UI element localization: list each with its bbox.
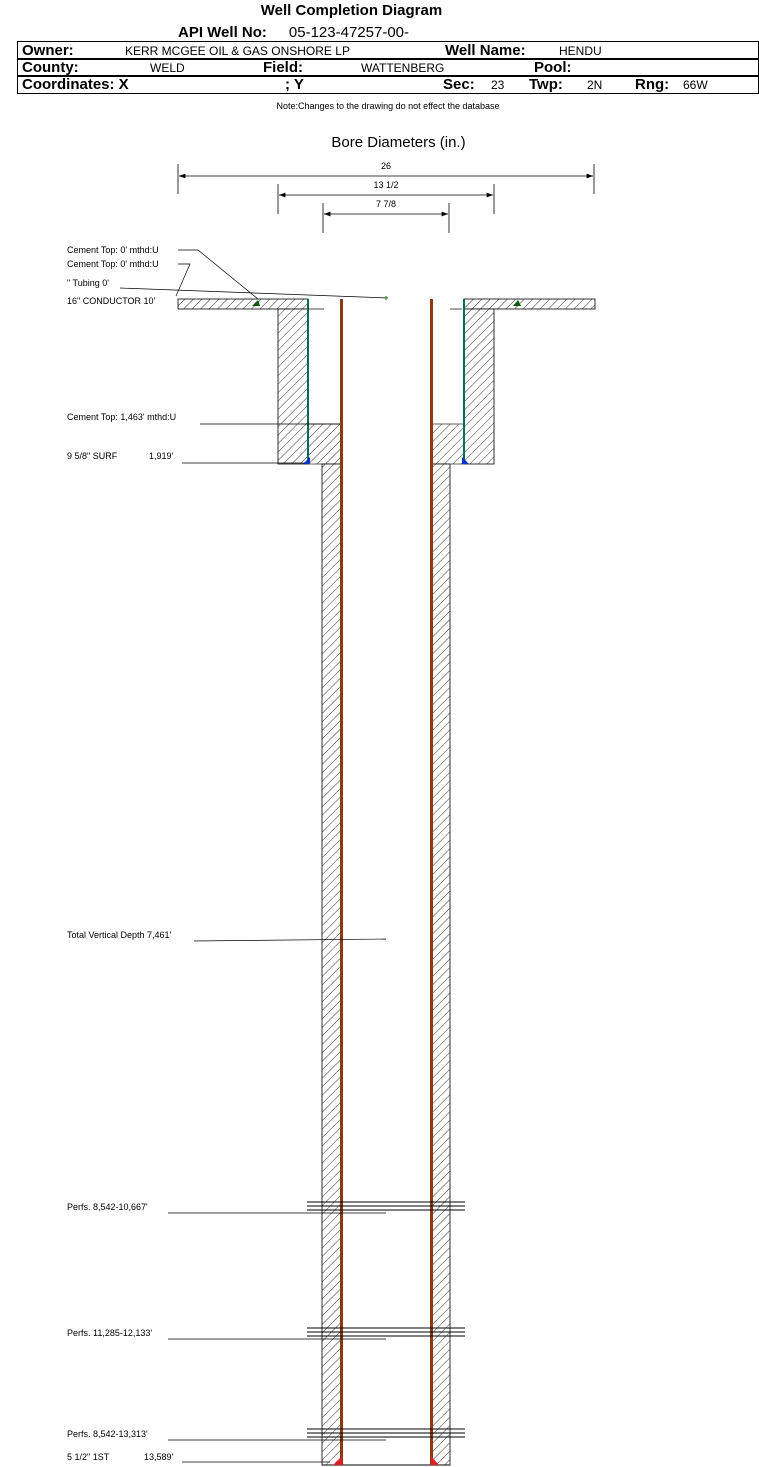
field-label: Field: — [263, 59, 303, 76]
perforations-label-1: Perfs. 8,542-10,667' — [67, 1202, 148, 1212]
api-label: API Well No: — [178, 24, 267, 41]
surface-casing-depth: 1,919' — [149, 451, 174, 461]
well-name-value: HENDU — [559, 43, 602, 58]
township-label: Twp: — [529, 76, 563, 93]
well-name-label: Well Name: — [445, 42, 526, 59]
coordinates-x-label: Coordinates: X — [22, 76, 129, 93]
diameter-label-7-7-8: 7 7/8 — [376, 199, 396, 209]
conductor-marker-left — [252, 300, 260, 306]
diameter-label-13-1-2: 13 1/2 — [373, 180, 398, 190]
pool-label: Pool: — [534, 59, 572, 76]
cement-top-label-2: Cement Top: 0' mthd:U — [67, 259, 159, 269]
diameter-dimension-7-7-8: 7 7/8 — [322, 199, 450, 233]
total-vertical-depth-label: Total Vertical Depth 7,461' — [67, 930, 172, 940]
diameter-dimension-26: 26 — [177, 161, 595, 194]
production-shoe-right — [431, 1456, 439, 1465]
owner-label: Owner: — [22, 42, 74, 59]
diameter-dimension-13-1-2: 13 1/2 — [277, 180, 495, 214]
county-row: County: WELD Field: WATTENBERG Pool: — [17, 58, 759, 77]
owner-value: KERR MCGEE OIL & GAS ONSHORE LP — [125, 43, 350, 58]
production-shoe-left — [333, 1456, 342, 1465]
database-note: Note:Changes to the drawing do not effec… — [276, 101, 500, 111]
conductor-cement — [177, 298, 596, 310]
conductor-label: 16" CONDUCTOR 10' — [67, 296, 156, 306]
surface-casing-label: 9 5/8" SURF — [67, 451, 118, 461]
coordinates-row: Coordinates: X ; Y Sec: 23 Twp: 2N Rng: … — [17, 75, 759, 94]
county-value: WELD — [150, 60, 185, 75]
well-info-table: Owner: KERR MCGEE OIL & GAS ONSHORE LP W… — [17, 41, 759, 60]
production-casing-label: 5 1/2" 1ST — [67, 1452, 110, 1462]
well-info-table-2: County: WELD Field: WATTENBERG Pool: — [17, 58, 759, 77]
perforations-label-2: Perfs. 11,285-12,133' — [67, 1328, 153, 1338]
production-cement — [321, 463, 451, 1466]
section-value: 23 — [491, 77, 505, 92]
perforations-2 — [307, 1327, 465, 1337]
api-value: 05-123-47257-00- — [288, 24, 409, 41]
range-value: 66W — [683, 77, 708, 92]
owner-row: Owner: KERR MCGEE OIL & GAS ONSHORE LP W… — [17, 41, 759, 60]
surface-cement — [277, 308, 495, 465]
field-value: WATTENBERG — [361, 60, 445, 75]
diameter-label-26: 26 — [381, 161, 391, 171]
perforations-1 — [307, 1201, 465, 1211]
leader-lines — [119, 249, 462, 1463]
cement-top-label-1: Cement Top: 0' mthd:U — [67, 245, 159, 255]
perforations-label-3: Perfs. 8,542-13,313' — [67, 1429, 148, 1439]
range-label: Rng: — [635, 76, 670, 93]
conductor-marker-right — [513, 300, 521, 306]
surface-casing-shoe-left — [303, 457, 310, 464]
coordinates-y-label: ; Y — [285, 76, 304, 93]
well-info-table-3: Coordinates: X ; Y Sec: 23 Twp: 2N Rng: … — [17, 75, 759, 94]
township-value: 2N — [587, 77, 603, 92]
surface-casing — [303, 299, 469, 464]
api-well-number: API Well No: 05-123-47257-00- — [178, 24, 409, 41]
section-label: Sec: — [443, 76, 475, 93]
county-label: County: — [22, 59, 79, 76]
surface-casing-shoe-right — [462, 457, 469, 464]
production-casing-depth: 13,589' — [144, 1452, 174, 1462]
diagram-title: Well Completion Diagram — [260, 2, 443, 19]
cement-top-label-3: Cement Top: 1,463' mthd:U — [67, 412, 177, 422]
production-casing — [333, 299, 439, 1465]
perforations-3 — [307, 1428, 465, 1438]
tubing-label: " Tubing 0' — [67, 278, 109, 288]
bore-diameters-title: Bore Diameters (in.) — [331, 134, 466, 151]
